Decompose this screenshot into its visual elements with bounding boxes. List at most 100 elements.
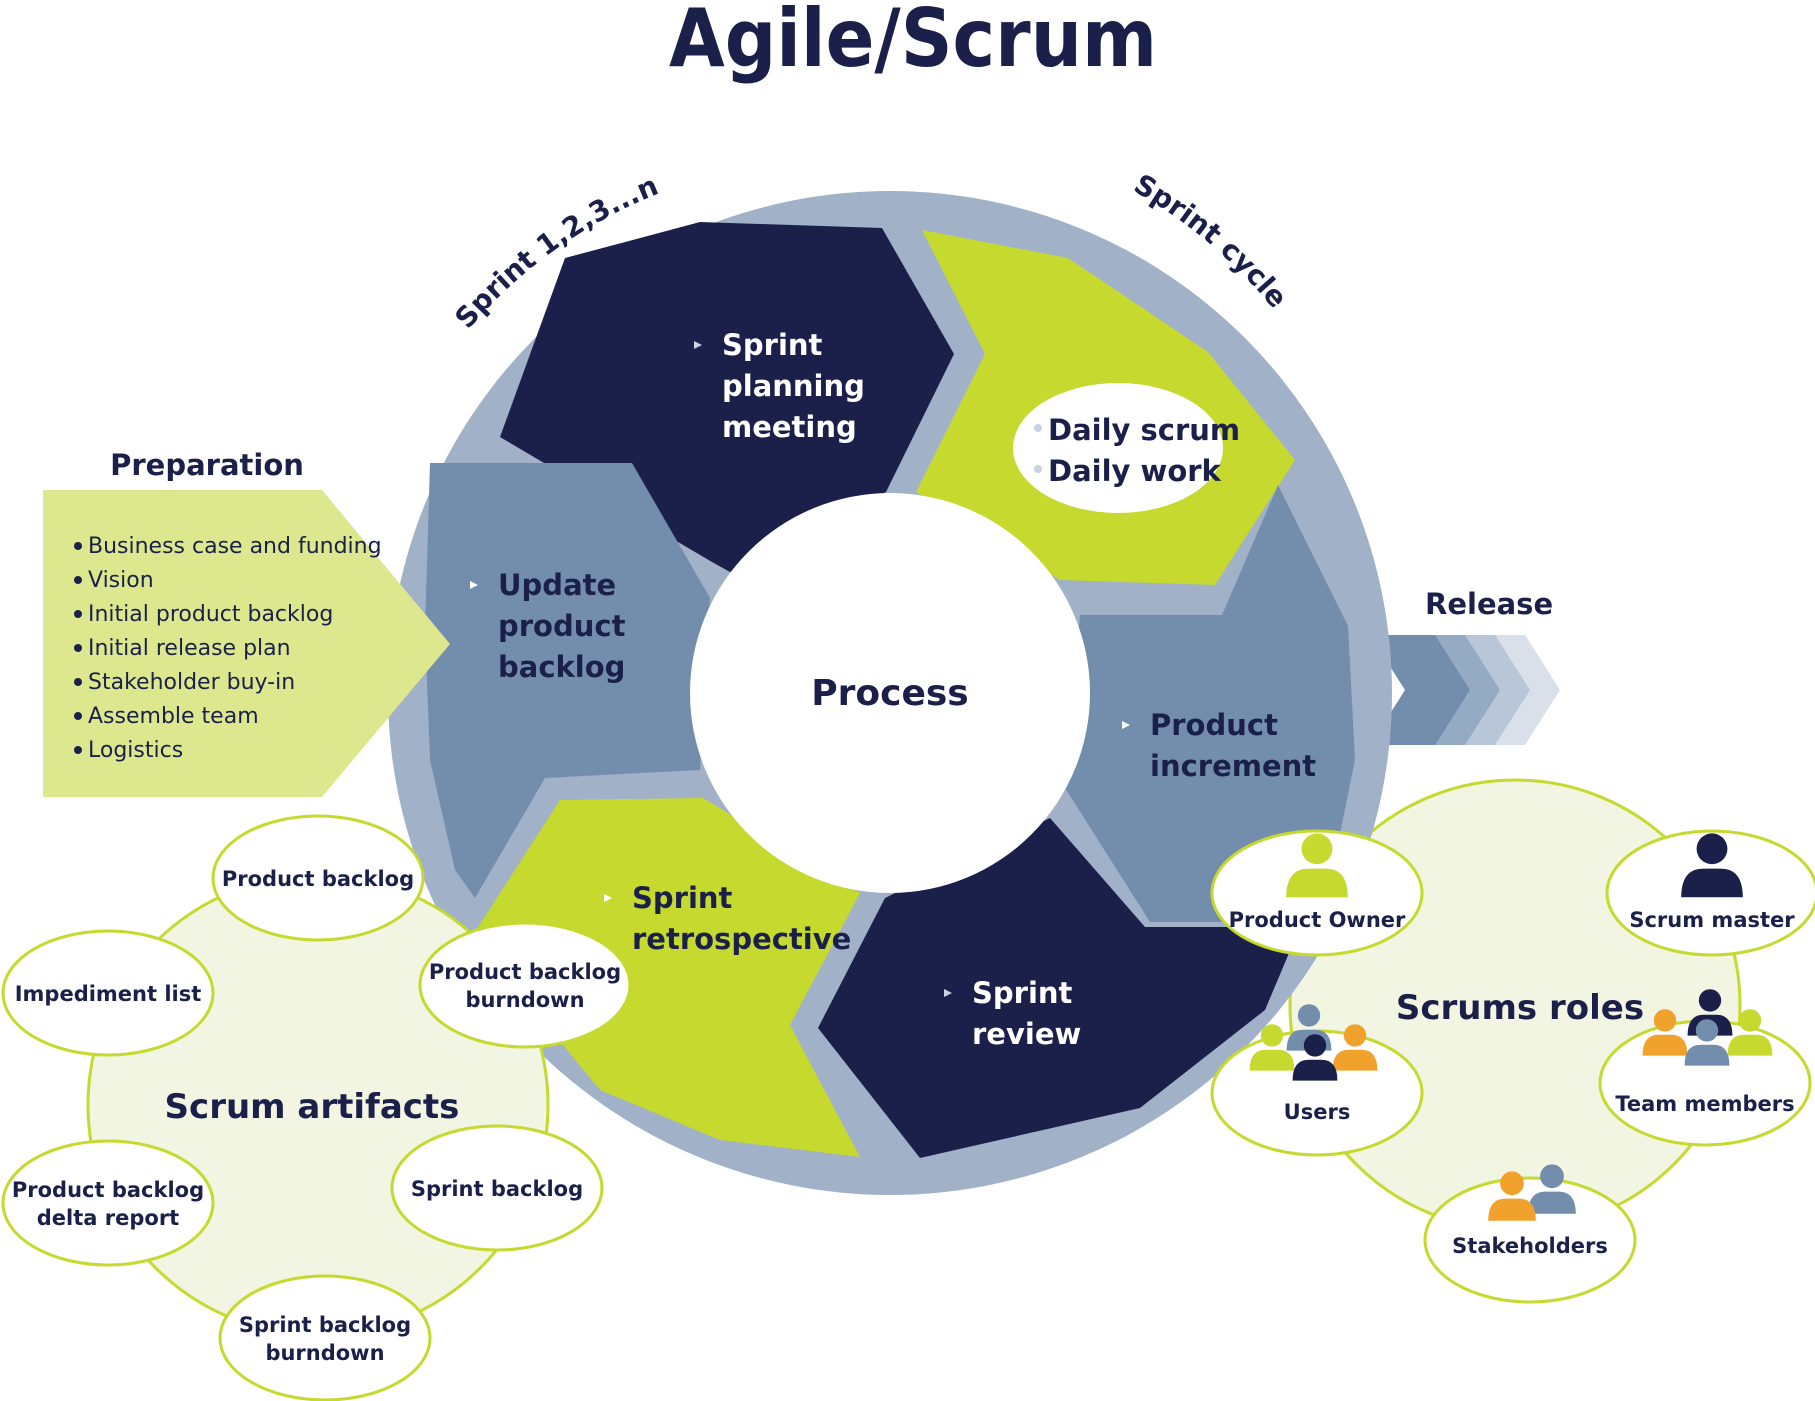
artifacts-heading: Scrum artifacts	[165, 1087, 460, 1127]
person-icon	[1292, 1034, 1338, 1081]
planning-label-line: planning	[722, 369, 865, 403]
segment-update-backlog	[425, 463, 710, 898]
artifact-ellipse	[1, 929, 215, 1057]
roles-heading: Scrums roles	[1396, 988, 1644, 1028]
artifact-ellipse	[418, 921, 632, 1049]
review-label-line: review	[972, 1017, 1081, 1051]
process-label: Process	[811, 673, 968, 714]
update-label-bullet	[470, 581, 478, 589]
artifact-label: burndown	[265, 1341, 384, 1365]
preparation-item: Logistics	[88, 738, 183, 763]
preparation-bullet	[74, 746, 82, 754]
person-icon	[1642, 1009, 1688, 1056]
segment-product-increment	[1065, 485, 1355, 922]
preparation-item: Vision	[88, 568, 154, 593]
segment-sprint-review	[818, 818, 1300, 1158]
artifact-burndown: Product backlog burndown	[418, 921, 632, 1049]
page-title: Agile/Scrum	[669, 0, 1157, 85]
role-scrum-master: Scrum master	[1605, 829, 1815, 957]
preparation-item: Initial product backlog	[88, 602, 333, 627]
process-center	[690, 493, 1090, 893]
role-stakeholders: Stakeholders	[1423, 1164, 1637, 1304]
people-group-icon	[1249, 1004, 1378, 1081]
role-label: Users	[1284, 1100, 1351, 1124]
person-icon	[1332, 1024, 1378, 1071]
person-icon	[1684, 1019, 1730, 1066]
increment-label-line: increment	[1150, 749, 1316, 783]
artifact-ellipse	[390, 1124, 604, 1252]
review-label-line: Sprint	[972, 976, 1073, 1010]
update-label-line: product	[498, 609, 626, 643]
person-icon	[1249, 1024, 1295, 1071]
role-team-members: Team members	[1598, 989, 1812, 1147]
increment-label-bullet	[1122, 721, 1130, 729]
daily-label-line: Daily work	[1048, 454, 1222, 488]
update-label-line: Update	[498, 568, 616, 602]
preparation-item: Stakeholder buy-in	[88, 670, 295, 695]
artifact-label: Product backlog	[12, 1178, 204, 1202]
artifact-ellipse	[1, 1139, 215, 1267]
planning-label-line: meeting	[722, 410, 857, 444]
artifact-label: Impediment list	[15, 982, 202, 1006]
preparation-heading: Preparation	[110, 448, 304, 482]
artifact-label: delta report	[37, 1206, 179, 1230]
preparation-bullet	[74, 678, 82, 686]
artifact-product-backlog: Product backlog	[211, 814, 425, 942]
person-icon	[1528, 1164, 1576, 1214]
artifact-ellipse	[218, 1274, 432, 1401]
daily-label-line: Daily scrum	[1048, 413, 1240, 447]
artifact-label: Sprint backlog	[239, 1313, 411, 1337]
artifact-delta: Product backlog delta report	[1, 1139, 215, 1267]
preparation-bullet	[74, 712, 82, 720]
preparation-arrow	[43, 490, 450, 797]
retro-label-bullet	[604, 894, 612, 902]
daily-bullet	[1034, 465, 1042, 473]
person-icon	[1681, 833, 1743, 898]
artifact-impediment: Impediment list	[1, 929, 215, 1057]
planning-label-bullet	[694, 341, 702, 349]
person-icon	[1286, 833, 1348, 898]
segment-sprint-retro	[473, 798, 860, 1157]
daily-bullet	[1034, 424, 1042, 432]
role-label: Team members	[1615, 1092, 1794, 1116]
preparation-bullet	[74, 542, 82, 550]
role-label: Scrum master	[1629, 908, 1795, 932]
preparation-item: Business case and funding	[88, 534, 382, 559]
planning-label-line: Sprint	[722, 328, 823, 362]
people-pair-icon	[1488, 1164, 1576, 1221]
artifact-label: burndown	[465, 988, 584, 1012]
review-label-bullet	[944, 989, 952, 997]
person-icon	[1727, 1009, 1773, 1056]
artifact-sprint-burndown: Sprint backlog burndown	[218, 1274, 432, 1401]
update-label-line: backlog	[498, 650, 625, 684]
release-arrows	[1370, 635, 1560, 745]
daily-ellipse	[1013, 383, 1223, 513]
artifact-label: Sprint backlog	[411, 1177, 583, 1201]
preparation-item: Initial release plan	[88, 636, 291, 661]
role-product-owner: Product Owner	[1210, 829, 1424, 957]
preparation-bullet	[74, 610, 82, 618]
artifact-ellipse	[211, 814, 425, 942]
role-users: Users	[1210, 1004, 1424, 1157]
release-label: Release	[1425, 587, 1553, 621]
preparation-item: Assemble team	[88, 704, 259, 729]
preparation-bullet	[74, 644, 82, 652]
artifact-label: Product backlog	[429, 960, 621, 984]
role-label: Stakeholders	[1452, 1234, 1608, 1258]
role-ellipse	[1423, 1176, 1637, 1304]
retro-label-line: retrospective	[632, 922, 851, 956]
retro-label-line: Sprint	[632, 881, 733, 915]
preparation-bullet	[74, 576, 82, 584]
role-label: Product Owner	[1229, 908, 1406, 932]
people-group-icon	[1642, 989, 1773, 1066]
increment-label-line: Product	[1150, 708, 1278, 742]
artifact-label: Product backlog	[222, 867, 414, 891]
person-icon	[1488, 1171, 1536, 1221]
artifact-sprint-backlog: Sprint backlog	[390, 1124, 604, 1252]
